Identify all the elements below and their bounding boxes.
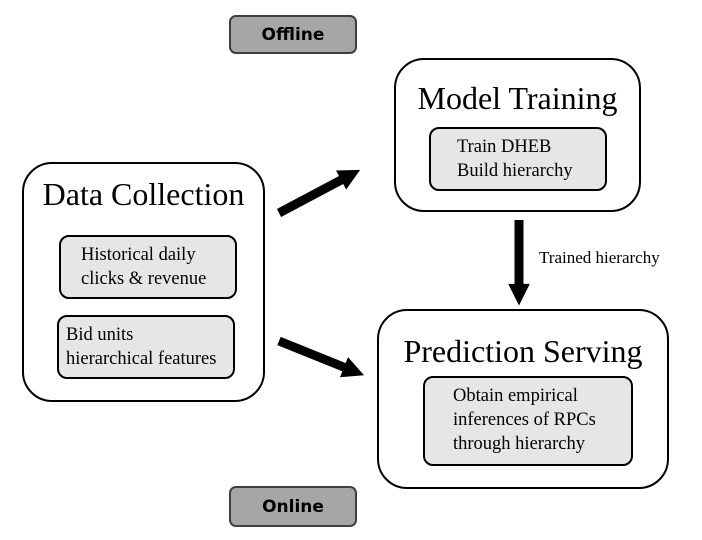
phase-online-badge: Online <box>229 486 357 527</box>
arrow-collection-to-serving <box>277 336 365 378</box>
item-line: Obtain empirical <box>453 386 578 406</box>
item-line: Train DHEB <box>457 137 552 157</box>
item-bid-units: Bid units hierarchical features <box>57 315 235 379</box>
item-line: hierarchical features <box>66 349 217 369</box>
item-train-dheb: Train DHEB Build hierarchy <box>429 127 607 191</box>
item-line: Bid units <box>66 325 134 345</box>
stage-title: Prediction Serving <box>403 333 643 369</box>
item-line: through hierarchy <box>453 434 586 454</box>
stage-data-collection: Data Collection Historical daily clicks … <box>22 162 265 402</box>
stage-model-training: Model Training Train DHEB Build hierarch… <box>394 58 641 212</box>
item-line: Historical daily <box>81 245 196 265</box>
arrow-collection-to-training <box>276 169 361 217</box>
stage-title: Data Collection <box>42 176 245 212</box>
stage-title: Model Training <box>417 80 618 116</box>
item-historical-data: Historical daily clicks & revenue <box>59 235 237 299</box>
item-obtain-inferences: Obtain empirical inferences of RPCs thro… <box>423 376 633 466</box>
item-line: inferences of RPCs <box>453 410 596 430</box>
stage-prediction-serving: Prediction Serving Obtain empirical infe… <box>377 309 669 489</box>
phase-offline-badge: Offline <box>229 15 357 54</box>
item-line: Build hierarchy <box>457 161 573 181</box>
item-line: clicks & revenue <box>81 269 207 289</box>
edge-label-trained-hierarchy: Trained hierarchy <box>539 248 660 267</box>
